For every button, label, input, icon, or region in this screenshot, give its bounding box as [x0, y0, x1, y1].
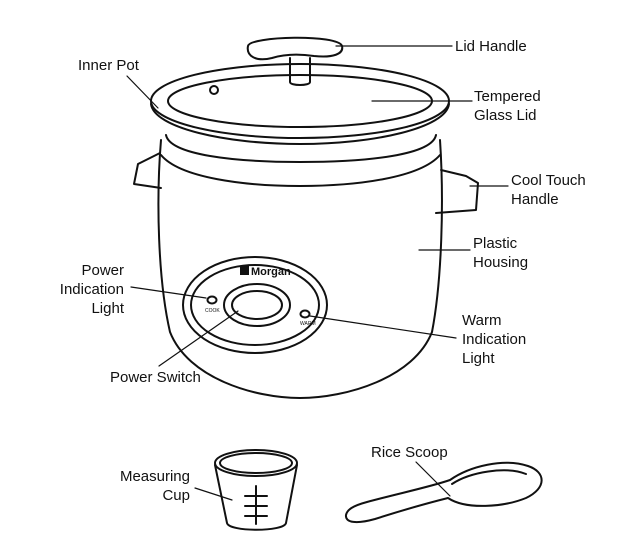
label-power-switch: Power Switch [110, 369, 201, 386]
label-power-light: Power Indication Light [59, 262, 124, 317]
rice-scoop-bowl [451, 469, 527, 485]
inner-pot-rim [165, 134, 437, 163]
warm-indicator-light [299, 309, 311, 319]
lid-handle-grip [246, 36, 344, 61]
vent-hole [209, 85, 219, 95]
rice-scoop [345, 461, 543, 524]
control-panel-inner [190, 264, 320, 346]
leader-measuring-cup [194, 487, 233, 501]
body-rim-line [160, 154, 441, 187]
label-plastic-housing: Plastic Housing [473, 235, 529, 271]
label-measuring-cup: Measuring Cup [119, 468, 190, 504]
leader-inner-pot [126, 75, 159, 109]
lid-lower-edge [150, 103, 450, 145]
lid-handle [289, 57, 311, 86]
left-handle [133, 152, 162, 189]
label-glass-lid: Tempered Glass Lid [474, 88, 541, 124]
power-switch-ring [223, 283, 291, 327]
cooker-body [157, 139, 443, 399]
leader-rice-scoop [415, 461, 451, 497]
brand-logo: Morgan [251, 266, 291, 278]
cup-rim-outer [214, 449, 298, 477]
leader-power-light [130, 286, 207, 299]
power-switch[interactable] [231, 290, 283, 320]
warm-text: WARM [300, 321, 316, 327]
label-inner-pot: Inner Pot [78, 57, 139, 74]
cup-body [214, 464, 298, 531]
power-indicator-light [206, 295, 218, 305]
leader-warm-light [309, 315, 457, 339]
right-handle [435, 169, 479, 214]
cup-rim-inner [219, 452, 293, 474]
label-warm-light: Warm Indication Light [462, 312, 527, 367]
cook-text: COOK [205, 308, 220, 314]
label-rice-scoop: Rice Scoop [371, 444, 448, 461]
brand-logo-mark [240, 266, 249, 275]
label-lid-handle: Lid Handle [455, 38, 527, 55]
label-cool-touch-handle: Cool Touch Handle [511, 172, 586, 208]
control-panel-outer [182, 256, 328, 354]
leader-power-switch [158, 310, 239, 367]
